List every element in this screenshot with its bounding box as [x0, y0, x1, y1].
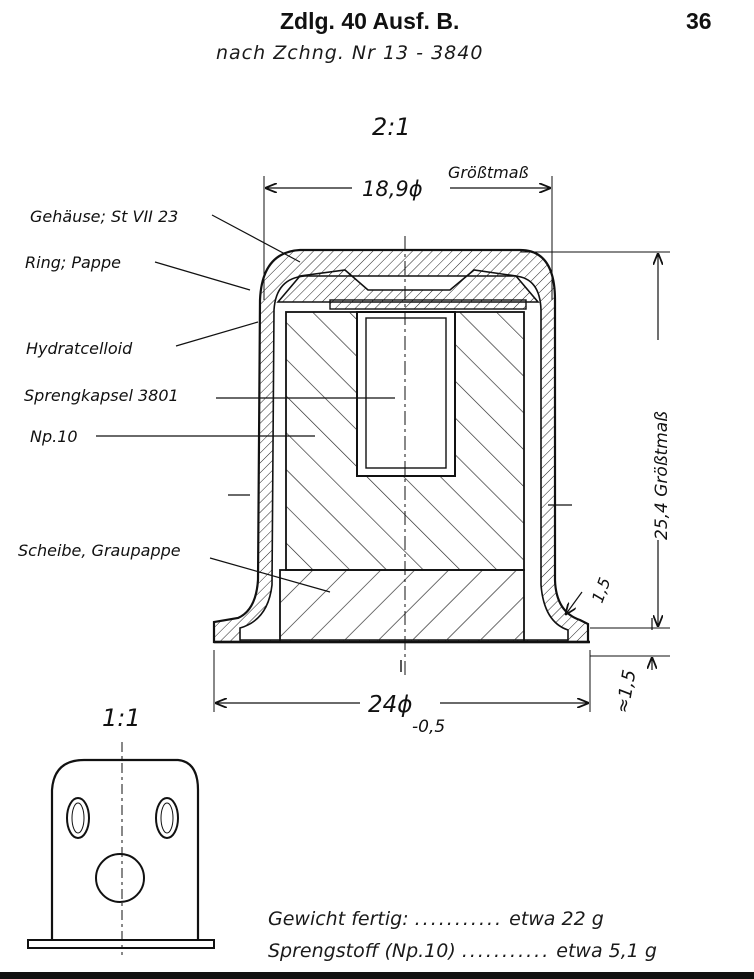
- label-disc: Scheibe, Graupappe: [18, 541, 181, 560]
- spec-explosive-dots: ...........: [461, 940, 551, 962]
- spec-explosive-label: Sprengstoff (Np.10): [268, 940, 456, 962]
- drawing-reference: nach Zchng. Nr 13 - 3840: [216, 42, 484, 64]
- spec-explosive-row: Sprengstoff (Np.10) ........... etwa 5,1…: [268, 940, 728, 962]
- dimension-top-note: Größtmaß: [448, 163, 529, 182]
- dimension-bottom-diameter: 24ϕ: [368, 692, 412, 718]
- dimension-top-diameter: 18,9ϕ: [362, 177, 423, 201]
- dimension-radius: 1,5: [588, 575, 615, 605]
- detonator-cap: [356, 311, 456, 477]
- label-ring: Ring; Pappe: [25, 253, 121, 272]
- page-title: Zdlg. 40 Ausf. B.: [280, 8, 460, 34]
- dimension-bottom-tolerance: -0,5: [412, 717, 445, 737]
- spec-explosive-value: etwa 5,1 g: [556, 940, 657, 962]
- scale-label-small: 1:1: [102, 704, 141, 732]
- label-hydratcelloid: Hydratcelloid: [26, 339, 133, 358]
- label-detonator: Sprengkapsel 3801: [24, 386, 179, 405]
- dimension-height: 25,4 Größtmaß: [652, 411, 672, 540]
- spec-weight-value: etwa 22 g: [509, 908, 604, 930]
- bottom-border: [0, 972, 754, 979]
- spec-weight-label: Gewicht fertig:: [268, 908, 409, 930]
- page-number: 36: [686, 8, 712, 34]
- small-side-view: [27, 742, 215, 955]
- ring-pappe: [276, 269, 540, 310]
- spec-weight-row: Gewicht fertig: ........... etwa 22 g: [268, 908, 728, 930]
- disc-graupappe: [279, 569, 525, 643]
- scale-label-main: 2:1: [372, 113, 411, 141]
- spec-weight-dots: ...........: [414, 908, 504, 930]
- label-housing: Gehäuse; St VII 23: [30, 207, 178, 226]
- dimension-flange: ≈1,5: [612, 668, 640, 715]
- label-charge: Np.10: [30, 427, 78, 446]
